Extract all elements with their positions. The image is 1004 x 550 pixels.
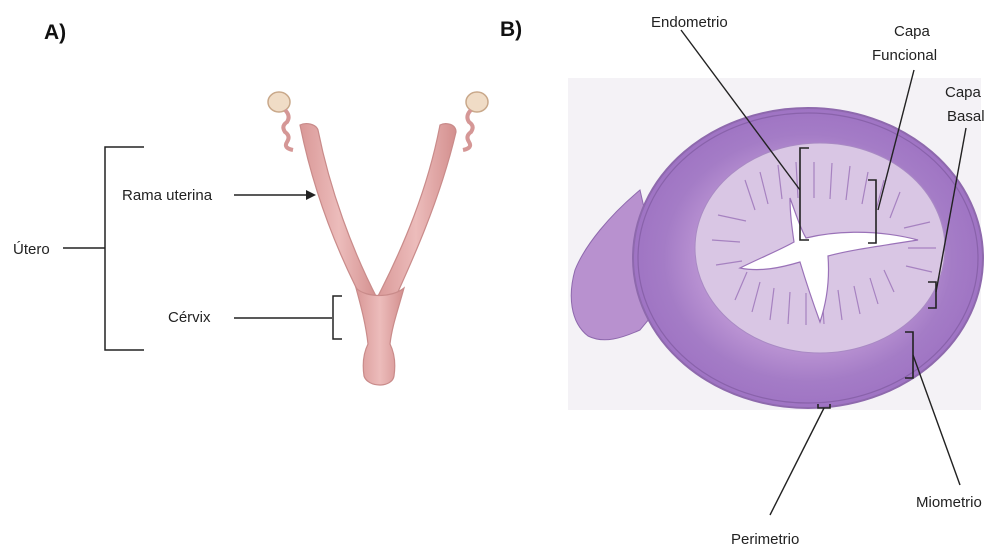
functional-layer-label-line1: Capa [894,23,931,40]
basal-layer-label-line2: Basal [947,108,985,125]
left-uterine-horn [300,124,378,318]
cervix-pointer [234,296,342,339]
uterine-body-cervix [356,288,404,385]
uterus-label: Útero [13,241,50,258]
horn-label: Rama uterina [122,187,213,204]
horn-arrow [234,190,316,200]
panel-a-label: A) [44,21,66,44]
functional-layer-label-line2: Funcional [872,47,937,64]
basal-layer-label-line1: Capa [945,84,982,101]
endometrium-label: Endometrio [651,14,728,31]
right-oviduct [463,110,473,150]
cervix-label: Cérvix [168,309,211,326]
right-uterine-horn [376,124,456,318]
perimetrium-label: Perimetrio [731,531,799,548]
uterus-bracket [63,147,144,350]
left-oviduct [283,110,293,150]
perimetrium-pointer [770,408,824,515]
uterus-illustration [268,92,488,385]
panel-b-label: B) [500,18,522,41]
myometrium-label: Miometrio [916,494,982,511]
